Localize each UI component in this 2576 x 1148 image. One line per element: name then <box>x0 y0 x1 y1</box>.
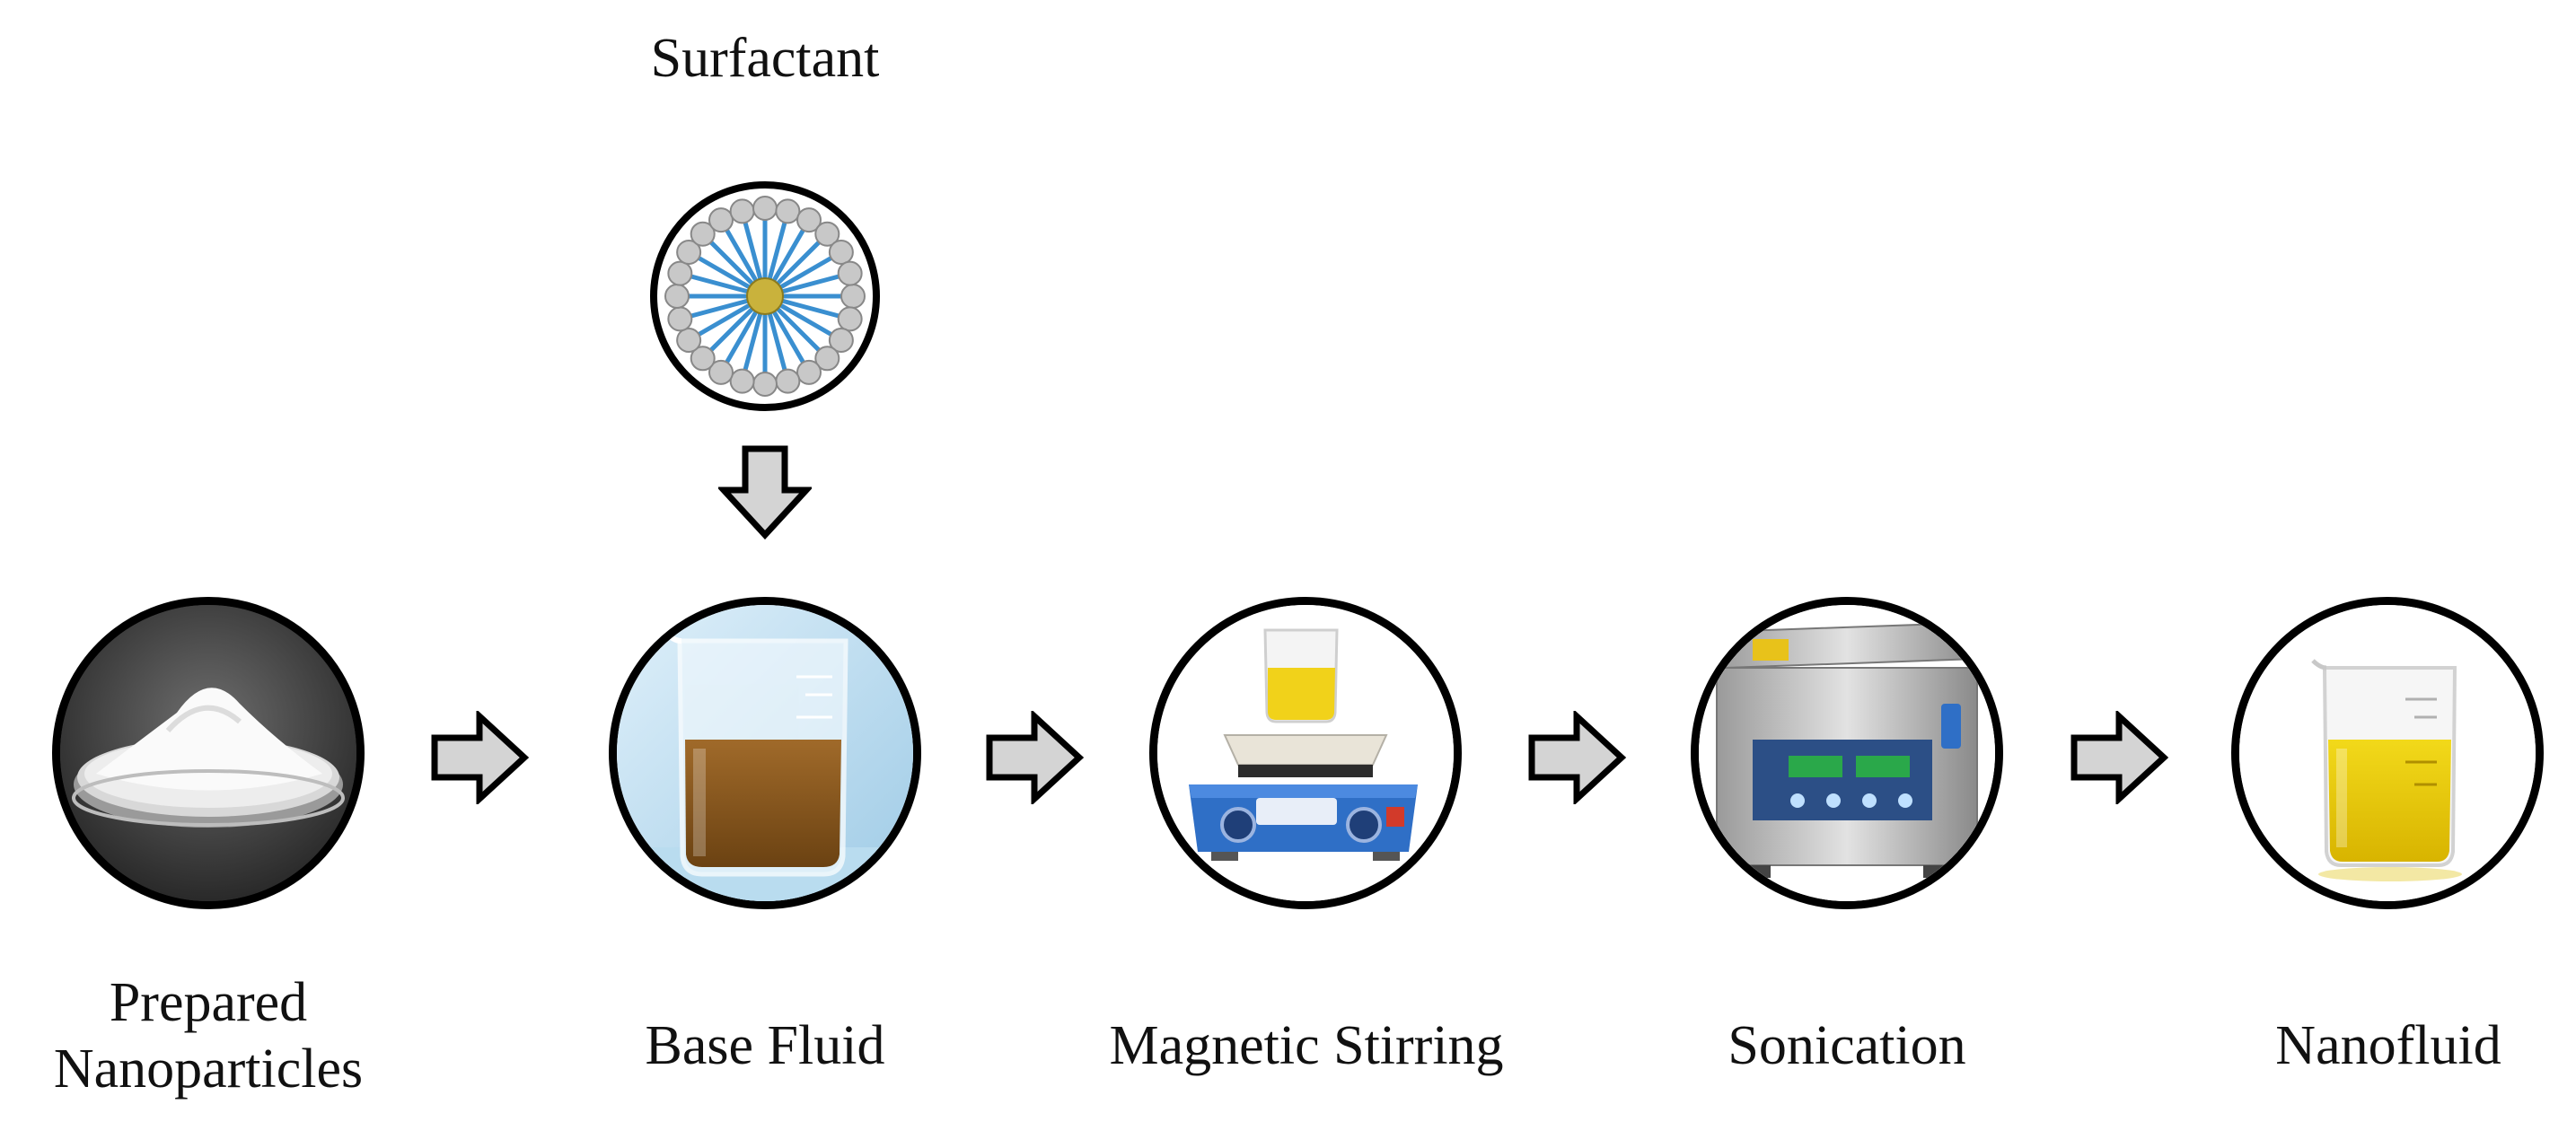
right-arrow-icon <box>1528 711 1627 804</box>
surfactant-head <box>708 207 734 233</box>
right-arrow-icon <box>986 711 1085 804</box>
step-label-magnetic-stirring: Magnetic Stirring <box>1109 1015 1504 1076</box>
surfactant-head <box>690 221 716 247</box>
step-label-line: Prepared <box>109 972 308 1033</box>
step-prepared-nanoparticles <box>52 597 365 909</box>
surfactant-head <box>837 260 863 286</box>
surfactant-head <box>667 260 693 286</box>
surfactant-head <box>667 306 693 332</box>
step-label-sonication: Sonication <box>1728 1015 1966 1076</box>
step-base-fluid <box>609 597 921 909</box>
step-label-line: Nanoparticles <box>53 1038 364 1100</box>
micelle-core <box>746 277 784 315</box>
surfactant-head <box>796 207 822 233</box>
surfactant-head <box>690 346 716 372</box>
surfactant-head <box>729 368 755 394</box>
surfactant-head <box>752 196 778 221</box>
right-arrow-icon <box>431 711 530 804</box>
ultrasonic-bath-icon <box>1699 605 1995 901</box>
surfactant-head <box>775 368 801 394</box>
powder-dish-icon <box>60 605 356 901</box>
surfactant-head <box>840 284 866 309</box>
beaker-yellow-fluid-icon <box>2239 605 2536 901</box>
step-label-prepared-nanoparticles: Prepared Nanoparticles <box>54 969 363 1103</box>
surfactant-label: Surfactant <box>650 28 880 89</box>
step-label-base-fluid: Base Fluid <box>645 1015 885 1076</box>
beaker-brown-fluid-icon <box>617 605 913 901</box>
micelle-icon <box>648 180 882 413</box>
surfactant-head <box>676 328 702 353</box>
surfactant-head <box>828 240 854 265</box>
surfactant-head <box>775 198 801 224</box>
step-label-nanofluid: Nanofluid <box>2275 1015 2501 1076</box>
step-sonication <box>1691 597 2003 909</box>
right-arrow-icon <box>2070 711 2169 804</box>
step-nanofluid <box>2231 597 2544 909</box>
surfactant-head <box>708 359 734 385</box>
down-arrow-icon <box>718 445 812 540</box>
surfactant-head <box>814 346 840 372</box>
surfactant-head <box>796 359 822 385</box>
surfactant-head <box>814 221 840 247</box>
surfactant-head <box>828 328 854 353</box>
surfactant-head <box>676 240 702 265</box>
step-magnetic-stirring <box>1149 597 1462 909</box>
surfactant-head <box>752 372 778 397</box>
surfactant-head <box>729 198 755 224</box>
surfactant-head <box>837 306 863 332</box>
hotplate-stirrer-icon <box>1157 605 1454 901</box>
surfactant-head <box>664 284 690 309</box>
